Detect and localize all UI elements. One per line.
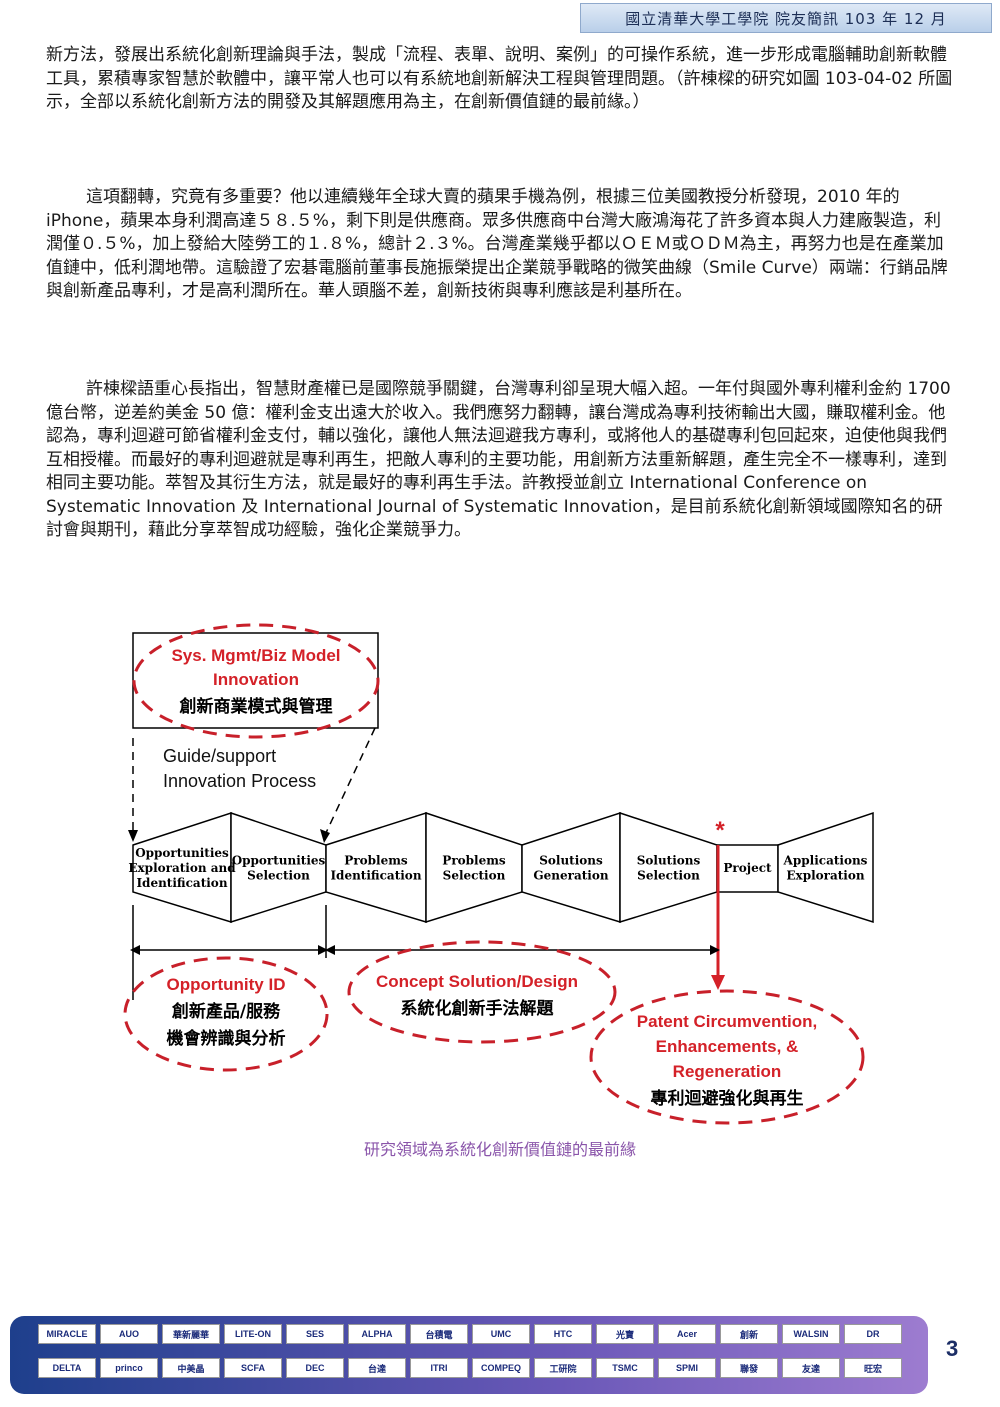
stage-label: Selection — [247, 869, 310, 883]
patent-line4: 專利迴避強化與再生 — [651, 1088, 804, 1109]
figure-caption: 研究領域為系統化創新價值鏈的最前緣 — [363, 1140, 636, 1159]
stage-label: Solutions — [539, 854, 603, 868]
sponsor-logo: Acer — [658, 1324, 716, 1344]
sponsor-logo: ALPHA — [348, 1324, 406, 1344]
sponsor-logo: 華新麗華 — [162, 1324, 220, 1344]
sponsor-logo: SPMI — [658, 1358, 716, 1378]
opportunity-line3: 機會辨識與分析 — [167, 1028, 286, 1049]
page-number: 3 — [946, 1336, 959, 1361]
sponsor-logo: WALSIN — [782, 1324, 840, 1344]
patent-line3: Regeneration — [673, 1062, 782, 1081]
star-mark: * — [715, 817, 725, 844]
stage-label: Exploration — [786, 869, 864, 883]
top-box-line3: 創新商業模式與管理 — [179, 696, 333, 717]
sponsor-logo: 中美晶 — [162, 1358, 220, 1378]
sponsor-logo: 台積電 — [410, 1324, 468, 1344]
concept-ellipse — [347, 940, 617, 1044]
stage-label: Generation — [533, 869, 608, 883]
sponsor-logo: MIRACLE — [38, 1324, 96, 1344]
stage-label: Identification — [330, 869, 421, 883]
stage-shape — [230, 811, 327, 924]
opportunity-line2: 創新產品/服務 — [171, 1001, 281, 1022]
patent-line1: Patent Circumvention, — [637, 1012, 817, 1031]
paragraph-1: 新方法，發展出系統化創新理論與手法，製成「流程、表單、說明、案例」的可操作系統，… — [46, 45, 953, 112]
sponsor-logo: 旺宏 — [844, 1358, 902, 1378]
sponsor-logo: DEC — [286, 1358, 344, 1378]
sponsor-logo: UMC — [472, 1324, 530, 1344]
stage-label: Identification — [136, 876, 227, 890]
paragraph-3: 許棟樑語重心長指出，智慧財產權已是國際競爭關鍵，台灣專利卻呈現大幅入超。一年付與… — [46, 379, 951, 540]
sponsor-logo: HTC — [534, 1324, 592, 1344]
sponsor-logo: 創新 — [720, 1324, 778, 1344]
guide-line2: Innovation Process — [163, 771, 316, 791]
guide-line1: Guide/support — [163, 746, 276, 766]
stage-label: Exploration and — [128, 861, 236, 875]
sponsor-logo: TSMC — [596, 1358, 654, 1378]
top-box-line2: Innovation — [213, 670, 299, 689]
sponsor-logo: LITE-ON — [224, 1324, 282, 1344]
patent-line2: Enhancements, & — [656, 1037, 799, 1056]
stage-label: Applications — [783, 854, 868, 868]
concept-line1: Concept Solution/Design — [376, 972, 578, 991]
opportunity-ellipse — [123, 956, 329, 1072]
stage-shape — [521, 811, 621, 924]
stage-label: Project — [723, 861, 772, 875]
sponsor-logo: 光寶 — [596, 1324, 654, 1344]
sponsor-logo: SCFA — [224, 1358, 282, 1378]
sponsor-logo: DR — [844, 1324, 902, 1344]
sponsor-logo: AUO — [100, 1324, 158, 1344]
sponsor-logo: 台達 — [348, 1358, 406, 1378]
top-ellipse — [132, 623, 380, 739]
top-box — [132, 632, 379, 729]
sponsor-logo: DELTA — [38, 1358, 96, 1378]
sponsor-logo: 友達 — [782, 1358, 840, 1378]
stage-shape — [777, 811, 874, 924]
stage-shape — [425, 811, 523, 924]
stage-shape — [325, 811, 427, 924]
stage-label: Opportunities — [232, 854, 326, 868]
sponsor-logo: SES — [286, 1324, 344, 1344]
sponsor-logo: ITRI — [410, 1358, 468, 1378]
stage-label: Problems — [442, 854, 506, 868]
sponsor-logo: COMPEQ — [472, 1358, 530, 1378]
opportunity-line1: Opportunity ID — [167, 975, 286, 994]
top-box-line1: Sys. Mgmt/Biz Model — [171, 646, 340, 665]
newsletter-header: 國立清華大學工學院 院友簡訊 103 年 12 月 — [580, 3, 992, 33]
stage-shape — [619, 811, 718, 924]
sponsor-logo: princo — [100, 1358, 158, 1378]
stage-label: Selection — [443, 869, 506, 883]
sponsor-logo: 工研院 — [534, 1358, 592, 1378]
concept-line2: 系統化創新手法解題 — [401, 998, 555, 1019]
paragraph-2: 這項翻轉，究竟有多重要？他以連續幾年全球大賣的蘋果手機為例，根據三位美國教授分析… — [46, 187, 948, 301]
stage-label: Problems — [344, 854, 408, 868]
stage-label: Opportunities — [135, 846, 229, 860]
innovation-value-chain-diagram: Sys. Mgmt/Biz Model Innovation 創新商業模式與管理… — [123, 623, 874, 1125]
stage-label: Solutions — [637, 854, 701, 868]
patent-ellipse — [589, 989, 865, 1125]
sponsor-logo: 聯發 — [720, 1358, 778, 1378]
stage-label: Selection — [637, 869, 700, 883]
